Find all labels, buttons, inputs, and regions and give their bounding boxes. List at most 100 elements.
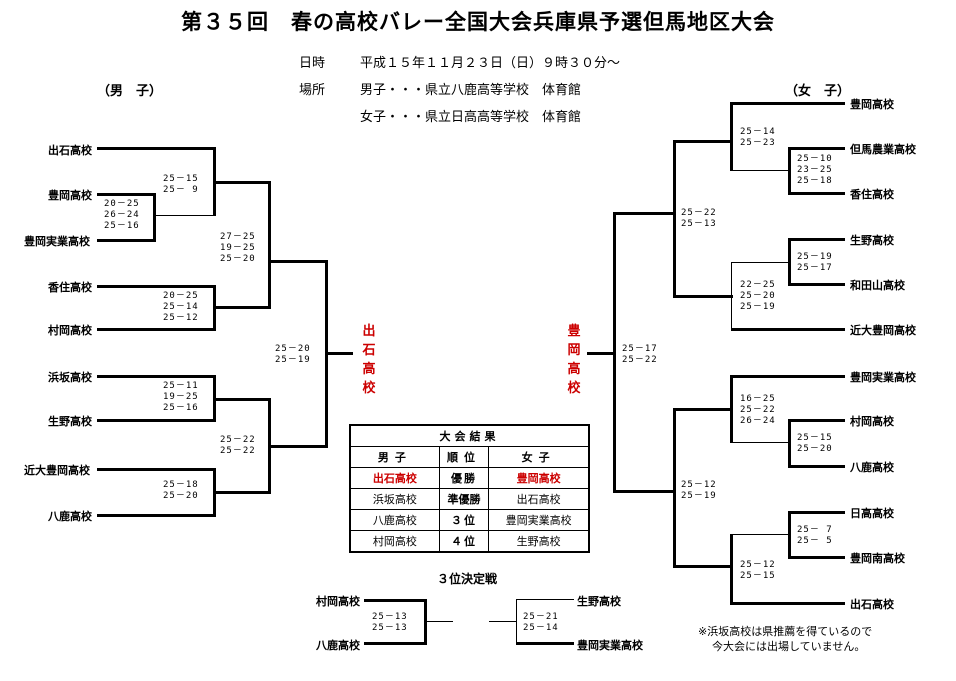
- third-place-title: ３位決定戦: [437, 572, 498, 586]
- score: 25－19: [740, 302, 776, 312]
- score: 25－14: [740, 127, 776, 137]
- third-girls-team: 生野高校: [577, 595, 621, 608]
- place-boys: 男子・・・県立八鹿高等学校 体育館: [360, 83, 582, 98]
- girls-team: 但馬農業高校: [850, 143, 916, 156]
- score: 25－18: [797, 176, 833, 186]
- score: 25－20: [740, 291, 776, 301]
- score: 25－19: [681, 491, 717, 501]
- girls-team: 生野高校: [850, 234, 894, 247]
- score: 25－22: [740, 405, 776, 415]
- score: 22－25: [740, 280, 776, 290]
- score: 25－16: [104, 221, 140, 231]
- score: 26－24: [104, 210, 140, 220]
- third-girls-team: 豊岡実業高校: [577, 639, 643, 652]
- girls-team: 八鹿高校: [850, 461, 894, 474]
- boys-team: 生野高校: [48, 415, 92, 428]
- date-value: 平成１５年１１月２３日（日）９時３０分～: [360, 56, 621, 71]
- table-row: 浜坂高校 準優勝 出石高校: [349, 488, 590, 510]
- score: 25－20: [220, 254, 256, 264]
- boys-team: 出石高校: [48, 144, 92, 157]
- girls-team: 豊岡高校: [850, 98, 894, 111]
- boys-team: 八鹿高校: [48, 510, 92, 523]
- results-boys-cell: 出石高校: [349, 467, 440, 489]
- score: 27－25: [220, 232, 256, 242]
- results-boys-cell: 八鹿高校: [349, 509, 440, 531]
- boys-team: 近大豊岡高校: [24, 464, 90, 477]
- table-row: 出石高校 優勝 豊岡高校: [349, 467, 590, 489]
- score: 25－13: [681, 219, 717, 229]
- score: 19－25: [163, 392, 199, 402]
- score: 25－18: [163, 480, 199, 490]
- score: 25－19: [275, 355, 311, 365]
- note-line: 今大会には出場していません。: [712, 640, 866, 653]
- results-header-girls: 女子: [488, 446, 590, 468]
- score: 25－10: [797, 154, 833, 164]
- score: 25－21: [523, 612, 559, 622]
- girls-team: 和田山高校: [850, 279, 905, 292]
- girls-team: 香住高校: [850, 188, 894, 201]
- girls-team: 村岡高校: [850, 415, 894, 428]
- score: 25－22: [220, 435, 256, 445]
- score: 25－16: [163, 403, 199, 413]
- score: 25－22: [220, 446, 256, 456]
- results-table: 大会結果 男子 順位 女子 出石高校 優勝 豊岡高校 浜坂高校 準優勝 出石高校…: [349, 424, 590, 553]
- score: 25－20: [163, 491, 199, 501]
- score: 25－11: [163, 381, 199, 391]
- third-boys-team: 村岡高校: [316, 595, 360, 608]
- page-title: 第３５回 春の高校バレー全国大会兵庫県予選但馬地区大会: [181, 9, 775, 34]
- results-rank-cell: ３位: [438, 509, 490, 531]
- table-row: 八鹿高校 ３位 豊岡実業高校: [349, 509, 590, 531]
- score: 25－20: [797, 444, 833, 454]
- score: 25－19: [797, 252, 833, 262]
- score: 25－15: [163, 174, 199, 184]
- score: 20－25: [163, 291, 199, 301]
- results-header-rank: 順位: [438, 446, 490, 468]
- results-girls-cell: 豊岡実業高校: [488, 509, 590, 531]
- boys-champion: 出石高校: [362, 324, 376, 396]
- note-line: ※浜坂高校は県推薦を得ているので: [698, 625, 873, 638]
- score: 25－12: [163, 313, 199, 323]
- score: 19－25: [220, 243, 256, 253]
- results-header-boys: 男子: [349, 446, 440, 468]
- score: 25－20: [275, 344, 311, 354]
- boys-team: 浜坂高校: [48, 371, 92, 384]
- third-boys-team: 八鹿高校: [316, 639, 360, 652]
- results-girls-cell: 出石高校: [488, 488, 590, 510]
- score: 25－ 5: [797, 536, 833, 546]
- girls-champion: 豊岡高校: [567, 324, 581, 396]
- score: 25－ 9: [163, 185, 199, 195]
- boys-team: 香住高校: [48, 281, 92, 294]
- score: 25－17: [797, 263, 833, 273]
- date-label: 日時: [299, 56, 326, 71]
- score: 25－13: [372, 623, 408, 633]
- score: 25－14: [523, 623, 559, 633]
- score: 25－13: [372, 612, 408, 622]
- results-rank-cell: 優勝: [438, 467, 490, 489]
- results-caption: 大会結果: [349, 424, 590, 447]
- results-boys-cell: 村岡高校: [349, 530, 440, 553]
- table-row: 村岡高校 ４位 生野高校: [349, 530, 590, 553]
- girls-team: 豊岡実業高校: [850, 371, 916, 384]
- score: 16－25: [740, 394, 776, 404]
- results-girls-cell: 生野高校: [488, 530, 590, 553]
- girls-team: 近大豊岡高校: [850, 324, 916, 337]
- score: 20－25: [104, 199, 140, 209]
- score: 25－17: [622, 344, 658, 354]
- score: 25－ 7: [797, 525, 833, 535]
- score: 25－12: [740, 560, 776, 570]
- score: 25－12: [681, 480, 717, 490]
- girls-header: （女 子）: [785, 84, 851, 99]
- boys-header: （男 子）: [97, 84, 163, 99]
- girls-team: 出石高校: [850, 598, 894, 611]
- results-rank-cell: ４位: [438, 530, 490, 553]
- score: 25－23: [740, 138, 776, 148]
- girls-team: 豊岡南高校: [850, 552, 905, 565]
- score: 26－24: [740, 416, 776, 426]
- results-rank-cell: 準優勝: [438, 488, 490, 510]
- results-boys-cell: 浜坂高校: [349, 488, 440, 510]
- score: 25－22: [681, 208, 717, 218]
- boys-team: 豊岡高校: [48, 189, 92, 202]
- score: 25－15: [740, 571, 776, 581]
- score: 25－22: [622, 355, 658, 365]
- place-girls: 女子・・・県立日高高等学校 体育館: [360, 110, 582, 125]
